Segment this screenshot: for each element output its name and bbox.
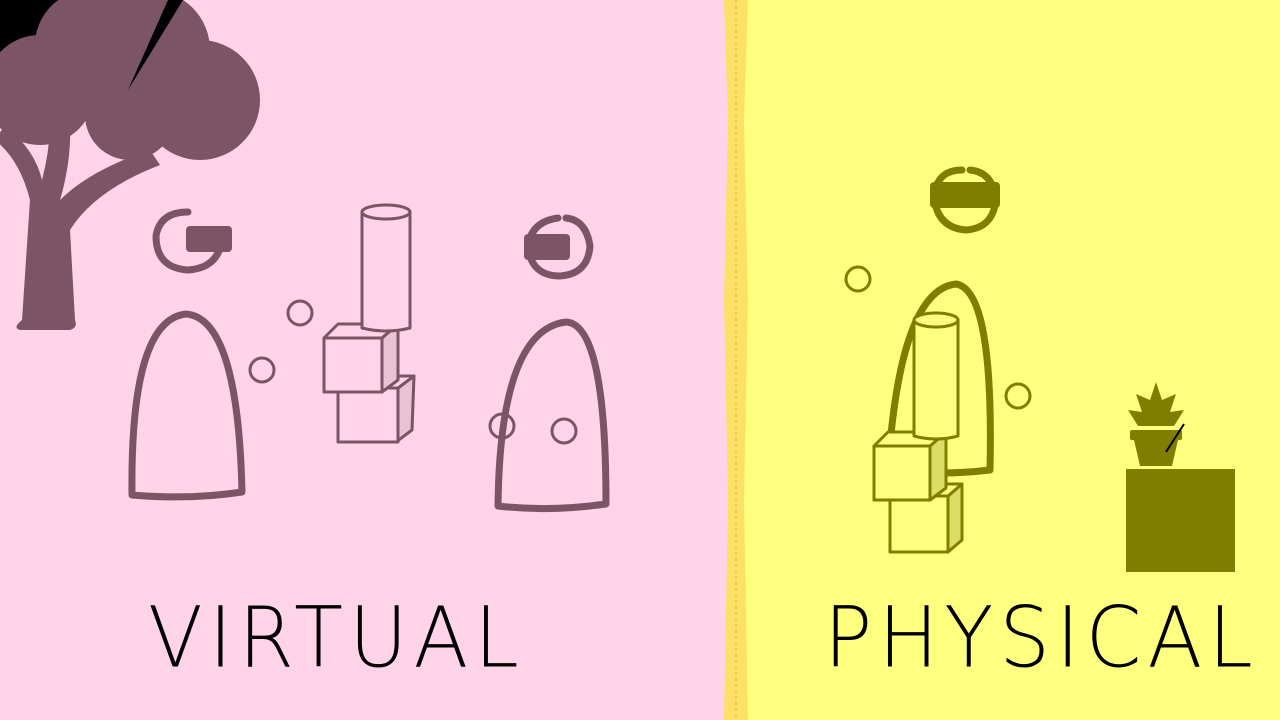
potted-plant-icon: [1128, 382, 1184, 466]
hand-icon: [286, 299, 314, 327]
virtual-label: VIRTUAL: [148, 588, 525, 687]
hand-icon: [1004, 382, 1032, 410]
plant-crack-line: [1165, 423, 1185, 453]
tree-crack-line: [128, 0, 183, 90]
physical-label: PHYSICAL: [824, 588, 1259, 687]
tree-icon: [0, 0, 260, 330]
vr-headset-icon: [186, 226, 232, 252]
physical-panel-background: [736, 0, 1280, 720]
block-stack-icon: [322, 203, 416, 444]
block-stack-icon: [872, 311, 964, 554]
hand-icon: [844, 265, 872, 293]
hand-icon: [248, 356, 276, 384]
vr-user-icon: [128, 208, 246, 501]
vr-headset-icon: [930, 182, 1000, 208]
hand-icon: [550, 417, 578, 445]
hand-icon: [488, 412, 516, 440]
vr-headset-icon: [524, 234, 570, 260]
pedestal-icon: [1126, 469, 1235, 572]
